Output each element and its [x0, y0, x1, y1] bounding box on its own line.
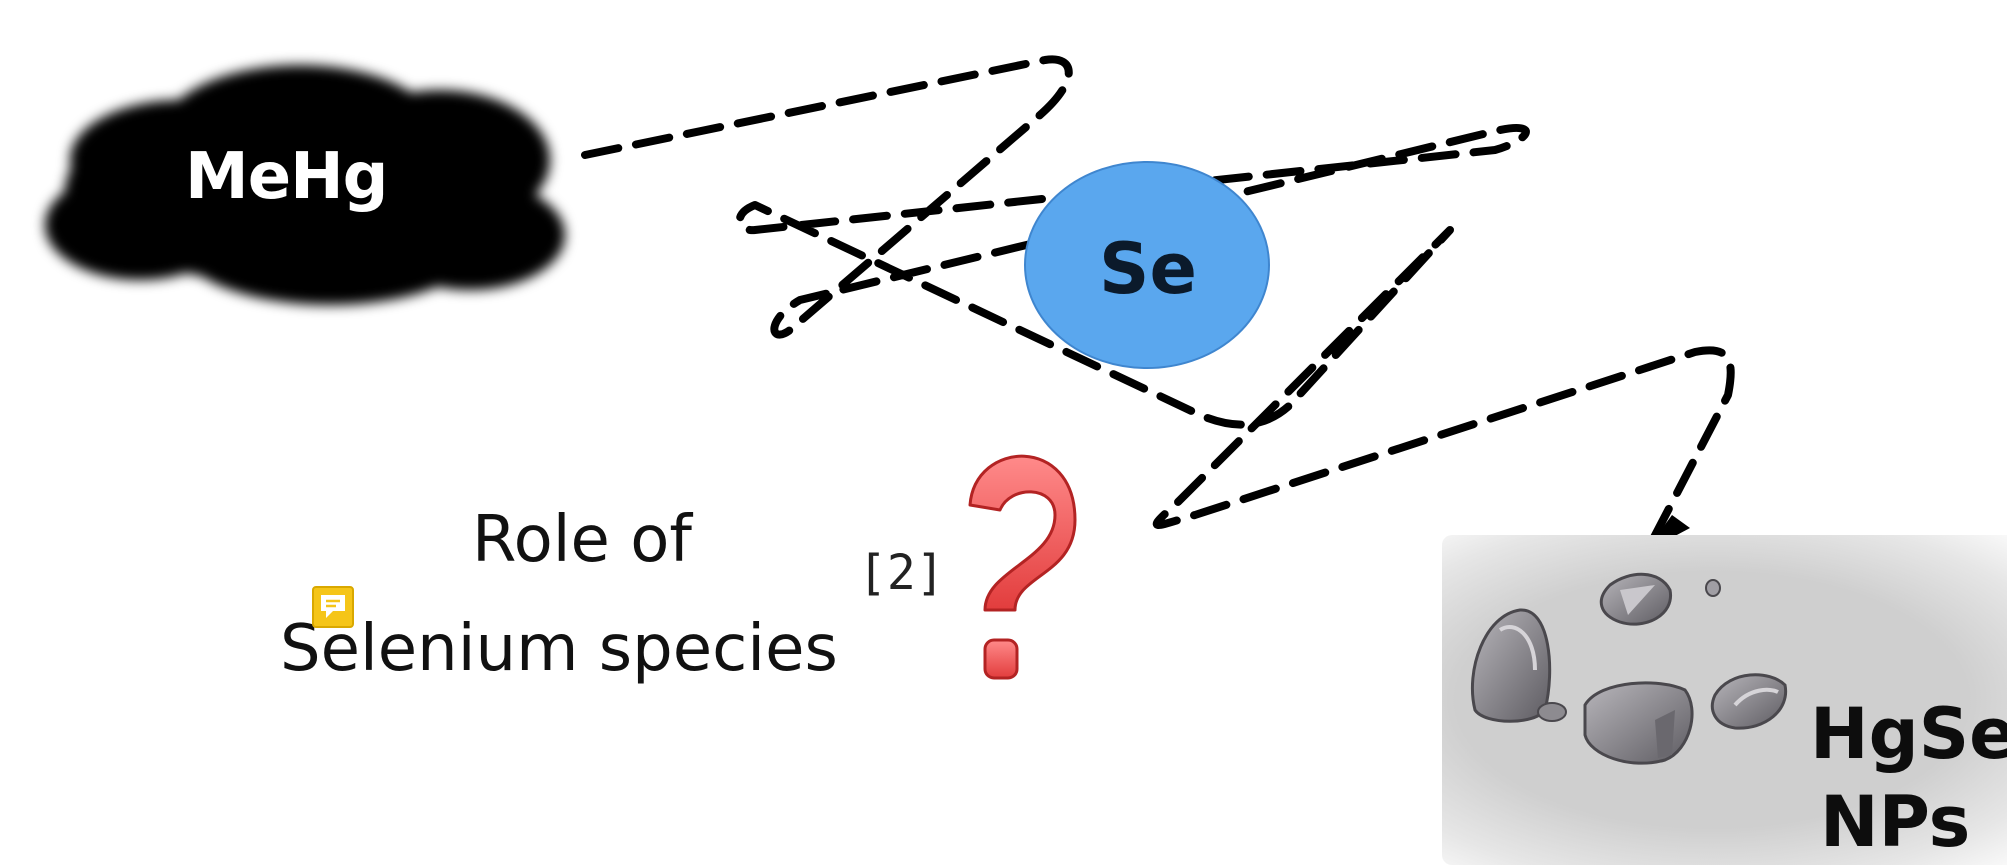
diagram-canvas: [45, 55, 1735, 680]
citation-ref: [2]: [858, 545, 945, 601]
question-line1: Role of: [472, 503, 692, 577]
comment-icon[interactable]: [311, 585, 355, 629]
question-line2: Selenium species: [280, 612, 838, 686]
hgse-label: HgSe NPs: [1810, 690, 2007, 866]
question-mark-icon: [968, 454, 1077, 680]
hgse-label-line1: HgSe: [1810, 693, 2007, 775]
hgse-label-line2: NPs: [1820, 781, 1971, 863]
mehg-cloud: [45, 65, 565, 305]
se-label: Se: [1099, 228, 1197, 310]
trajectory-path: [581, 55, 1735, 549]
se-circle: [1024, 161, 1270, 369]
stones-icon: [1470, 572, 1788, 765]
mehg-label: MeHg: [185, 140, 388, 214]
